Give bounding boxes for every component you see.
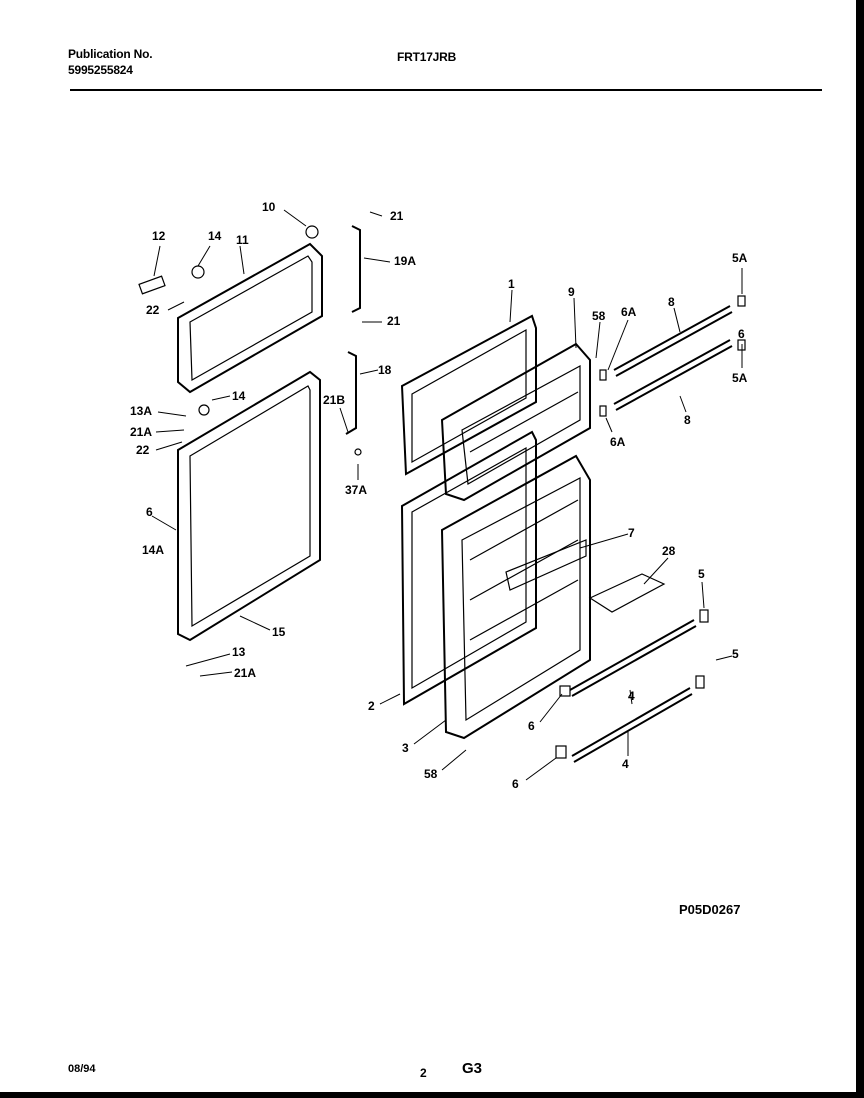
part-label-6: 6 (738, 327, 745, 341)
part-label-21b: 21B (323, 393, 345, 407)
part-label-22: 22 (136, 443, 150, 457)
section-code: G3 (462, 1060, 483, 1077)
fresh-food-gasket (177, 370, 321, 642)
part-label-8: 8 (668, 295, 675, 309)
part-label-5a: 5A (732, 251, 748, 265)
egg-tray (588, 573, 666, 613)
part-label-13: 13 (232, 645, 246, 659)
right-border (856, 0, 864, 1098)
part-label-7: 7 (628, 526, 635, 540)
diagram-code: P05D0267 (679, 902, 741, 917)
part-label-4: 4 (622, 757, 629, 771)
part-label-6a: 6A (621, 305, 637, 319)
part-label-1: 1 (508, 277, 515, 291)
part-label-11: 11 (236, 233, 249, 247)
freezer-gasket (177, 242, 323, 394)
part-label-6: 6 (512, 777, 519, 791)
part-label-6: 6 (146, 505, 153, 519)
part-label-5: 5 (698, 567, 705, 581)
revision-date: 08/94 (68, 1063, 96, 1075)
part-label-37a: 37A (345, 483, 367, 497)
shelf-trims (555, 295, 746, 763)
part-label-19a: 19A (394, 254, 416, 268)
part-label-8: 8 (684, 413, 691, 427)
page-number: 2 (420, 1066, 427, 1080)
part-label-58: 58 (592, 309, 606, 323)
part-label-21: 21 (390, 209, 404, 223)
left-margin (0, 0, 8, 1098)
part-label-14a: 14A (142, 543, 164, 557)
part-label-58: 58 (424, 767, 438, 781)
freezer-door-assembly (400, 314, 591, 502)
part-label-9: 9 (568, 285, 575, 299)
part-label-14: 14 (208, 229, 222, 243)
publication-number: 5995255824 (68, 63, 133, 77)
part-label-12: 12 (152, 229, 166, 243)
part-label-6: 6 (528, 719, 535, 733)
part-label-21: 21 (387, 314, 401, 328)
bottom-border (0, 1092, 864, 1098)
part-label-4: 4 (628, 689, 635, 703)
part-label-3: 3 (402, 741, 409, 755)
part-label-21a: 21A (234, 666, 256, 680)
part-label-2: 2 (368, 699, 375, 713)
part-label-5: 5 (732, 647, 739, 661)
model-number: FRT17JRB (397, 50, 457, 64)
part-label-5a: 5A (732, 371, 748, 385)
part-label-6a: 6A (610, 435, 626, 449)
publication-label: Publication No. (68, 47, 153, 61)
part-label-28: 28 (662, 544, 676, 558)
fresh-food-door-assembly (400, 430, 591, 740)
leader-lines (151, 209, 743, 781)
part-label-21a: 21A (130, 425, 152, 439)
part-label-18: 18 (378, 363, 392, 377)
part-label-22: 22 (146, 303, 160, 317)
header-rule (70, 89, 822, 91)
part-label-14: 14 (232, 389, 246, 403)
part-label-15: 15 (272, 625, 286, 639)
part-label-10: 10 (262, 200, 276, 214)
part-label-13a: 13A (130, 404, 152, 418)
handle-parts (138, 225, 362, 456)
